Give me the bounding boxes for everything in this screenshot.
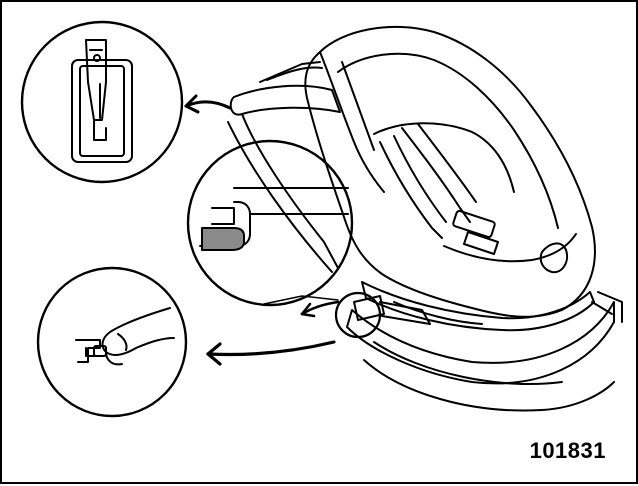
anchor-bar-fill xyxy=(201,227,245,251)
child-seat xyxy=(304,25,596,332)
harness-strap-right xyxy=(401,127,471,223)
vehicle-seat-back xyxy=(229,84,341,116)
harness-strap-left xyxy=(379,141,443,239)
figure-number: 101831 xyxy=(529,438,606,463)
detail-circle-anchor-latch xyxy=(20,20,184,184)
arrow-to-hand-detail xyxy=(206,340,336,357)
vehicle-seat-cushion xyxy=(346,301,615,385)
arrow-to-latch-detail xyxy=(184,100,232,110)
detail-circle-hand-connect xyxy=(36,266,188,418)
vehicle-seat xyxy=(227,61,623,412)
anchor-highlight-circle xyxy=(334,291,382,339)
harness-buckle xyxy=(452,209,496,239)
detail-circle-anchor-bar xyxy=(186,139,354,307)
child-seat-headrest xyxy=(319,51,385,193)
side-handle xyxy=(539,242,568,274)
child-seat-shell xyxy=(304,25,596,318)
child-seat-base xyxy=(361,281,595,332)
